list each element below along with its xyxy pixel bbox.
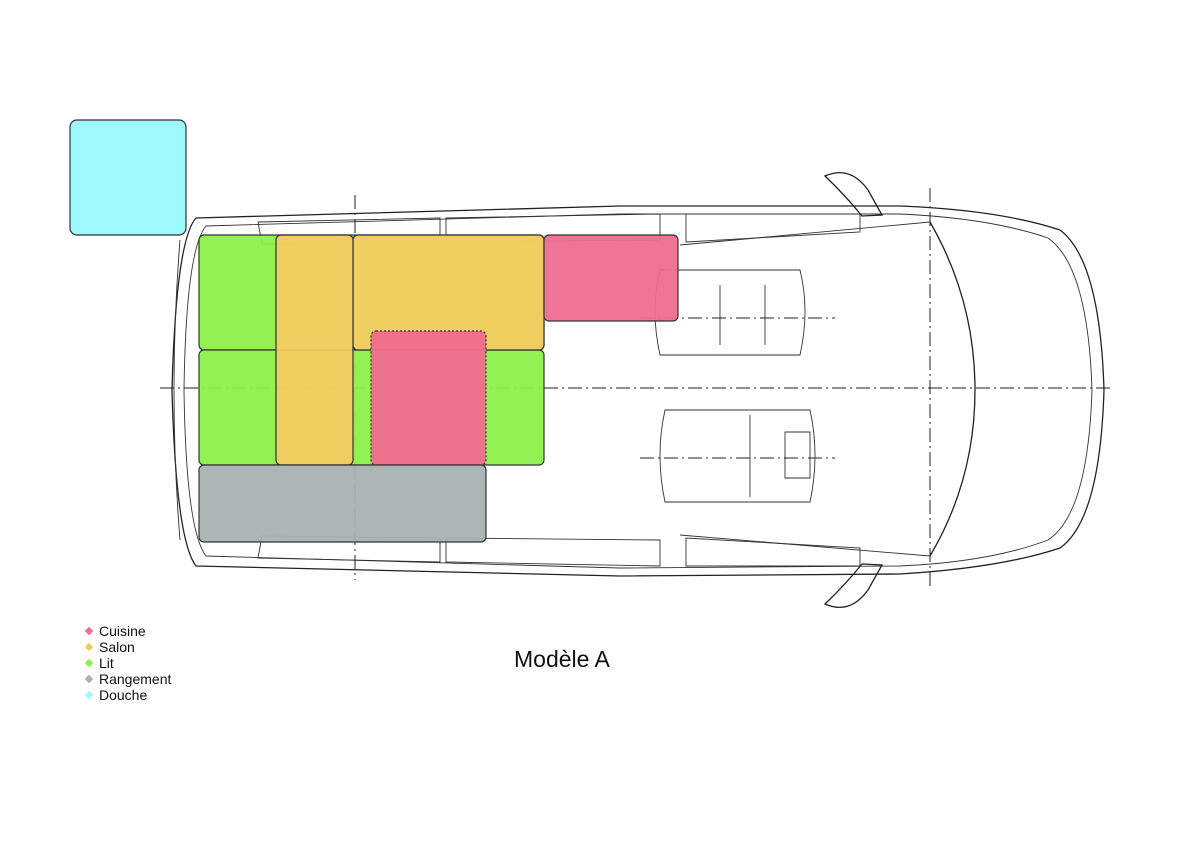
zone-rangement <box>198 464 487 543</box>
legend: Cuisine Salon Lit Rangement Douche <box>84 623 172 703</box>
diamond-icon <box>84 690 94 700</box>
diamond-icon <box>84 642 94 652</box>
model-title: Modèle A <box>514 646 610 672</box>
zone-cuisine-counter <box>543 234 679 322</box>
zones <box>69 119 679 543</box>
legend-label: Douche <box>99 687 148 703</box>
legend-label: Lit <box>99 655 114 671</box>
diamond-icon <box>84 626 94 636</box>
diamond-icon <box>84 674 94 684</box>
legend-label: Cuisine <box>99 623 146 639</box>
legend-item-cuisine: Cuisine <box>84 623 171 639</box>
zone-salon-seat <box>275 234 354 466</box>
legend-item-lit: Lit <box>84 655 171 671</box>
zone-douche <box>69 119 187 236</box>
legend-item-salon: Salon <box>84 639 171 655</box>
legend-label: Rangement <box>99 671 172 687</box>
legend-label: Salon <box>99 639 135 655</box>
legend-item-rangement: Rangement <box>84 671 172 687</box>
zone-cuisine-table <box>370 330 487 466</box>
diamond-icon <box>84 658 94 668</box>
legend-item-douche: Douche <box>84 687 171 703</box>
